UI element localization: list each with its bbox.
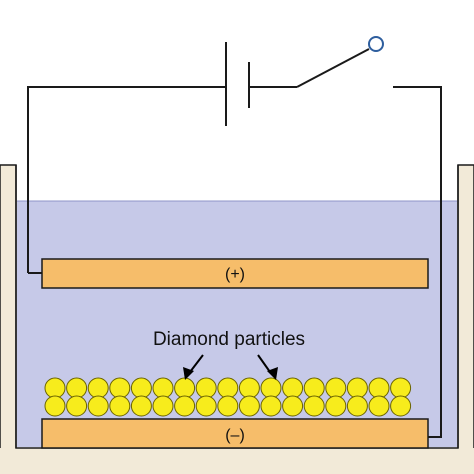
particles-label: Diamond particles xyxy=(153,329,305,350)
diamond-particle xyxy=(390,395,412,417)
diamond-particle xyxy=(174,395,196,417)
right-arrow-head xyxy=(267,367,278,380)
diamond-particle xyxy=(44,395,66,417)
diamond-particle xyxy=(66,377,88,399)
cathode-label: (–) xyxy=(225,427,245,444)
anode-label: (+) xyxy=(225,266,245,283)
diamond-particle xyxy=(109,395,131,417)
diamond-particle xyxy=(130,377,152,399)
diamond-particle xyxy=(152,395,174,417)
diamond-particle xyxy=(303,395,325,417)
circuit xyxy=(27,42,442,438)
diamond-particle xyxy=(66,395,88,417)
diamond-particle xyxy=(303,377,325,399)
diamond-particle xyxy=(87,395,109,417)
switch-terminal xyxy=(368,36,384,52)
diamond-particle xyxy=(87,377,109,399)
diamond-particle xyxy=(195,377,217,399)
diamond-particle xyxy=(195,395,217,417)
left-arrow-shaft xyxy=(189,354,204,373)
diamond-particle xyxy=(346,377,368,399)
tank-right-wall xyxy=(457,164,474,474)
switch-lever xyxy=(296,48,370,88)
diamond-particle xyxy=(109,377,131,399)
diamond-particle xyxy=(217,377,239,399)
diamond-particle xyxy=(130,395,152,417)
diamond-particle xyxy=(325,395,347,417)
diamond-particle xyxy=(44,377,66,399)
diamond-particle xyxy=(174,377,196,399)
diamond-particle xyxy=(238,377,260,399)
diamond-particle xyxy=(260,395,282,417)
right-arrow-shaft xyxy=(257,354,271,373)
cathode-electrode xyxy=(41,418,429,449)
right-wire xyxy=(393,86,442,438)
diamond-particle xyxy=(260,377,282,399)
diamond-particle xyxy=(368,395,390,417)
diamond-particle xyxy=(217,395,239,417)
pointer-arrows xyxy=(183,354,278,380)
tank-left-wall xyxy=(0,164,17,474)
left-wire xyxy=(27,86,226,273)
diamond-particle xyxy=(390,377,412,399)
diamond-particle xyxy=(325,377,347,399)
diamond-particle xyxy=(282,395,304,417)
diamond-particle xyxy=(282,377,304,399)
diamond-particle xyxy=(238,395,260,417)
diamond-particle xyxy=(152,377,174,399)
anode-electrode xyxy=(41,258,429,289)
left-arrow-head xyxy=(183,367,194,380)
tank xyxy=(0,164,474,474)
diamond-particle xyxy=(368,377,390,399)
diamond-particles xyxy=(44,377,412,417)
tank-floor xyxy=(0,448,474,474)
diamond-particle xyxy=(346,395,368,417)
